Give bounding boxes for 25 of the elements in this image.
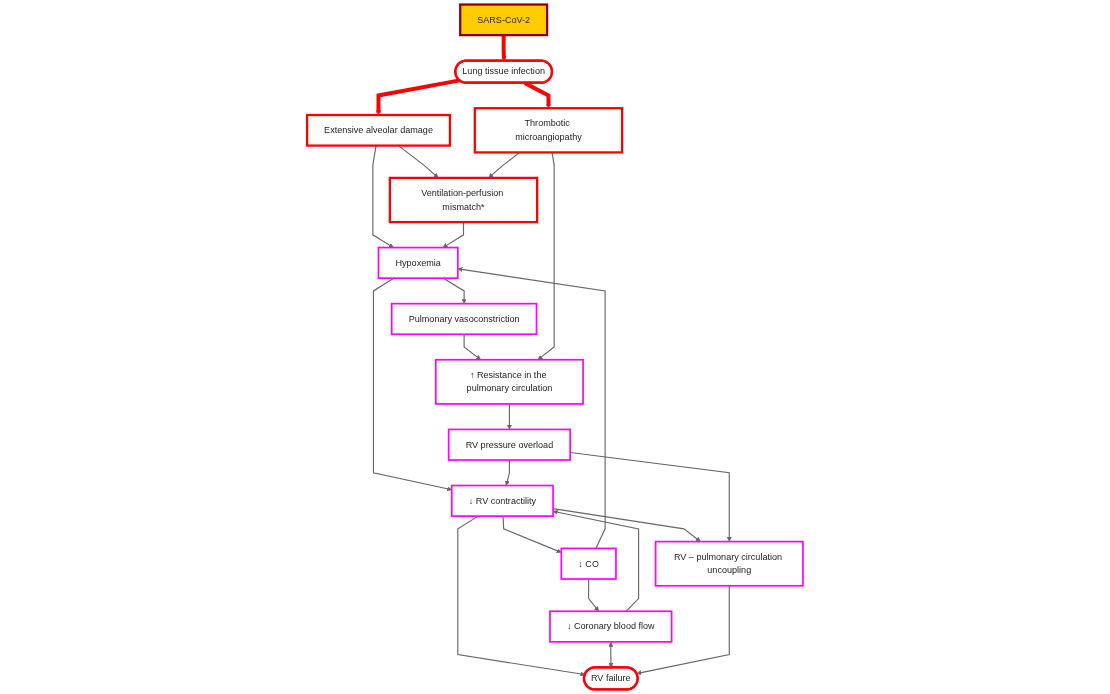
- node-box: ↓ RV contractility: [450, 484, 554, 517]
- node-box: SARS-CoV-2: [459, 3, 549, 37]
- arrow: [608, 641, 614, 668]
- arrow: [504, 459, 510, 486]
- arrow: [463, 333, 481, 360]
- node-box: Extensive alveolar damage: [305, 113, 452, 147]
- arrow: [506, 403, 512, 430]
- arrow: [457, 267, 606, 549]
- node-box: RV – pulmonary circulation uncoupling: [654, 540, 804, 587]
- arrow: [457, 515, 586, 677]
- arrow: [502, 515, 562, 554]
- node-box: ↓ Coronary blood flow: [549, 610, 673, 643]
- arrow: [372, 145, 394, 248]
- node-box: Pulmonary vasoconstriction: [390, 302, 538, 336]
- arrow: [442, 277, 467, 304]
- arrow: [376, 78, 460, 116]
- arrow: [372, 277, 452, 492]
- node-box: Thrombotic microangiopathy: [473, 107, 624, 154]
- node-box: RV pressure overload: [447, 428, 572, 461]
- node-box: ↑ Resistance in the pulmonary circulation: [434, 358, 584, 405]
- node-box: Ventilation-perfusion mismatch*: [388, 176, 539, 224]
- arrow: [588, 578, 599, 612]
- node-box: ↓ CO: [560, 547, 617, 580]
- arrow: [636, 585, 730, 676]
- node-box: Hypoxemia: [377, 246, 459, 280]
